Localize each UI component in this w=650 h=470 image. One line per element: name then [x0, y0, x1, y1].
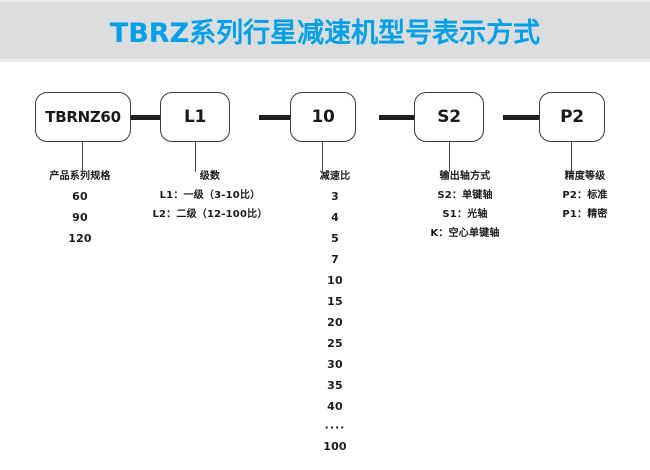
legend-item: S2：单键轴: [437, 190, 493, 201]
drop-line-ratio: [322, 142, 324, 172]
legend-item: 5: [331, 232, 339, 245]
legend-column-series: 产品系列规格 60 90 120: [0, 172, 160, 254]
code-box-series-label: TBRNZ60: [45, 108, 121, 126]
legend-title-ratio: 减速比: [319, 171, 351, 182]
legend-title-stage: 级数: [199, 171, 221, 182]
legend-item: 25: [327, 337, 343, 350]
page-title: TBRZ系列行星减速机型号表示方式: [109, 18, 541, 49]
legend-item: 15: [327, 295, 343, 308]
code-box-ratio-label: 10: [311, 107, 335, 127]
drop-line-shaft: [449, 142, 451, 172]
connector-line-2: [259, 115, 291, 120]
legend-item: K：空心单键轴: [430, 228, 500, 239]
legend-column-ratio: 减速比 3 4 5 7 10 15 20 25 30 35 40 ···· 10…: [270, 172, 400, 462]
drop-line-series: [82, 142, 84, 172]
legend-column-stage: 级数 L1：一级（3-10比） L2：二级（12-100比）: [130, 172, 290, 229]
drop-line-precision: [571, 142, 573, 172]
legend-title-precision: 精度等级: [564, 171, 606, 182]
legend-title-shaft: 输出轴方式: [439, 171, 491, 182]
connector-line-3: [379, 115, 415, 120]
legend-item: 3: [331, 190, 339, 203]
drop-line-stage: [195, 142, 197, 172]
code-box-precision-label: P2: [560, 107, 584, 127]
connector-line-4: [503, 115, 540, 120]
header-banner: TBRZ系列行星减速机型号表示方式: [0, 0, 650, 62]
legend-item: 4: [331, 211, 339, 224]
legend-item: L2：二级（12-100比）: [152, 209, 268, 220]
legend-item: 90: [72, 211, 88, 224]
code-box-ratio[interactable]: 10: [290, 92, 356, 142]
legend-item: L1：一级（3-10比）: [159, 190, 261, 201]
legend-item: 10: [327, 274, 343, 287]
legend-column-shaft: 输出轴方式 S2：单键轴 S1：光轴 K：空心单键轴: [385, 172, 545, 248]
legend-item: 120: [68, 232, 92, 245]
legend-item: 7: [331, 253, 339, 266]
model-code-diagram: TBRNZ60 L1 10 S2 P2 产品系列规格 60 90 120 级数 …: [0, 62, 650, 470]
code-box-shaft-label: S2: [437, 107, 461, 127]
legend-column-precision: 精度等级 P2：标准 P1：精密: [520, 172, 650, 229]
legend-item: 35: [327, 379, 343, 392]
legend-item: 30: [327, 358, 343, 371]
code-box-stage-label: L1: [183, 107, 207, 127]
legend-item: 40: [327, 400, 343, 413]
legend-item: 100: [323, 440, 347, 453]
code-box-series[interactable]: TBRNZ60: [35, 92, 131, 142]
connector-line-1: [130, 115, 161, 120]
legend-item: P1：精密: [562, 209, 608, 220]
legend-item: 60: [72, 190, 88, 203]
legend-item: P2：标准: [562, 190, 608, 201]
legend-item: ····: [324, 421, 346, 434]
code-box-stage[interactable]: L1: [160, 92, 230, 142]
legend-title-series: 产品系列规格: [49, 171, 111, 182]
code-box-precision[interactable]: P2: [539, 92, 605, 142]
legend-item: 20: [327, 316, 343, 329]
code-box-shaft[interactable]: S2: [414, 92, 484, 142]
legend-item: S1：光轴: [442, 209, 488, 220]
